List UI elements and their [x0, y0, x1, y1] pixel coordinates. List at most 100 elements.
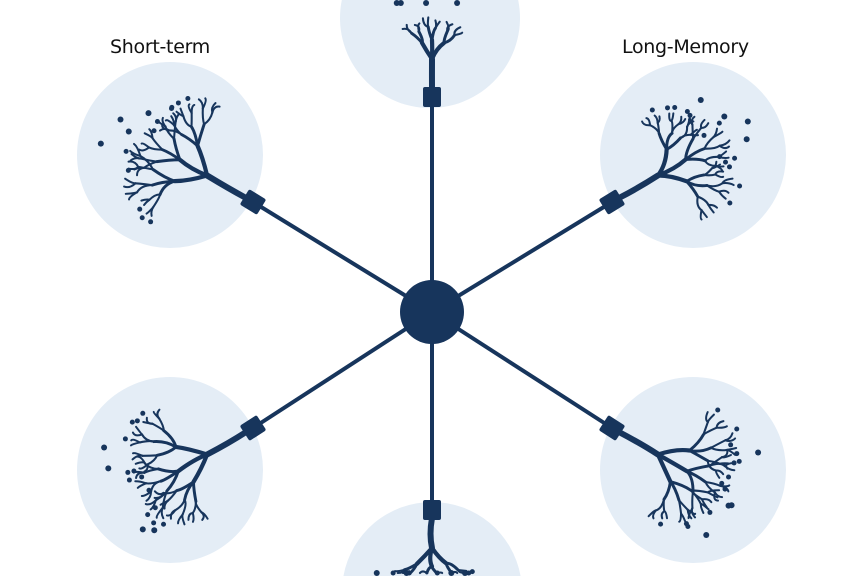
synapse-dot [122, 436, 128, 442]
dendrite-tree-top-left [97, 96, 250, 225]
dendrite-branch [127, 160, 140, 168]
dendrite-branch [177, 513, 184, 525]
dendrite-branch [679, 133, 692, 140]
dendrite-branch [677, 118, 687, 126]
dendrite-branch [191, 512, 195, 523]
synapse-dot [125, 469, 131, 475]
dendrite-branch [700, 498, 713, 504]
synapse-dot [105, 465, 112, 472]
dendrite-branch [699, 503, 705, 514]
dendrite-branch [140, 142, 150, 149]
synapse-dot [454, 0, 461, 6]
dendrite-branch [665, 136, 682, 151]
dendrite-branch [165, 509, 177, 517]
dendrite-branch [655, 447, 692, 457]
synapse-dot [151, 527, 158, 534]
synapse-dot [139, 474, 145, 480]
synapse-dot [717, 154, 723, 160]
dendrite-branch [140, 490, 153, 498]
label-short-term: Short-term [110, 36, 210, 58]
synapse-dot [703, 532, 710, 539]
dendrite-branch [684, 157, 707, 163]
spoke-bottom-left [251, 310, 434, 430]
dendrite-branch [720, 453, 732, 459]
dendrite-branch [706, 459, 718, 472]
synapse-dot [707, 509, 713, 515]
dendrite-branch [130, 153, 142, 160]
dendrite-branch [155, 506, 164, 519]
dendrite-branch [135, 425, 144, 436]
dendrite-branch [148, 128, 154, 140]
dendrite-branch [145, 416, 154, 425]
dendrite-branch [417, 22, 421, 33]
dendrite-branch [393, 568, 406, 573]
dendrite-branch [645, 117, 652, 127]
synapse-dot [672, 104, 678, 110]
dendrite-branch [203, 111, 214, 126]
synapse-dot [721, 113, 728, 120]
dendrite-branch [131, 431, 144, 437]
synapse-dot [461, 570, 468, 576]
synapse-dot [734, 426, 740, 432]
dendrite-branch [724, 437, 737, 442]
dendrite-branch [161, 124, 171, 132]
dendrite-branch [700, 498, 708, 509]
dendrite-branch [414, 545, 435, 566]
dendrite-branch [172, 123, 183, 136]
synapse-dot [140, 410, 146, 416]
dendrite-branch [201, 97, 207, 110]
dendrite-branch [710, 446, 728, 452]
dendrite-branch [707, 204, 715, 214]
dendrite-branch [700, 122, 710, 129]
dendrite-branch [696, 195, 703, 212]
connector-top-left [240, 189, 266, 215]
synapse-dot [175, 100, 181, 106]
dendrite-branch [665, 131, 674, 151]
dendrite-branch [132, 142, 142, 158]
synapse-dot [131, 468, 137, 474]
dendrite-branch [688, 449, 710, 463]
dendrite-branch [134, 182, 154, 187]
synapse-dot [125, 167, 131, 173]
dendrite-branch [138, 463, 149, 470]
dendrite-branch [134, 480, 148, 485]
dendrite-branch [670, 123, 680, 135]
dendrite-branch [678, 512, 683, 523]
synapse-dot [722, 486, 728, 492]
synapse-dot [154, 119, 160, 125]
dendrite-branch [685, 179, 700, 199]
synapse-dot [719, 480, 725, 486]
dendrite-branch [151, 168, 177, 183]
dendrite-branch [200, 511, 205, 521]
synapse-dot [168, 105, 174, 111]
dendrite-branch [190, 103, 196, 114]
dendrite-branch [172, 137, 182, 162]
synapse-dot [697, 96, 704, 103]
dendrite-branch [718, 190, 727, 200]
dendrite-branch [162, 429, 178, 449]
dendrite-branch [418, 570, 428, 575]
synapse-dot [743, 136, 750, 143]
synapse-dot [139, 215, 145, 221]
dendrite-branch [706, 491, 719, 499]
dendrite-branch [641, 120, 652, 127]
dendrite-branch [132, 451, 144, 457]
synapse-dot [145, 110, 152, 117]
dendrite-tree-top-right [615, 96, 751, 221]
dendrite-branch [706, 413, 715, 424]
dendrite-branch [179, 107, 185, 118]
dendrite-branch [714, 173, 725, 179]
dendrite-branch [711, 163, 722, 170]
synapse-dot [448, 570, 455, 576]
dendrite-branch [655, 452, 673, 484]
connector-top [423, 87, 441, 107]
central-hub-node [400, 280, 464, 344]
dendrite-tree-bottom-right [615, 407, 762, 539]
synapse-dot [723, 159, 729, 165]
synapse-dot [123, 148, 129, 154]
dendrite-branch [429, 40, 447, 62]
dendrite-branch [690, 489, 703, 501]
dendrite-branch [153, 490, 165, 496]
connector-bottom-right [599, 415, 625, 441]
synapse-dot [185, 96, 191, 102]
